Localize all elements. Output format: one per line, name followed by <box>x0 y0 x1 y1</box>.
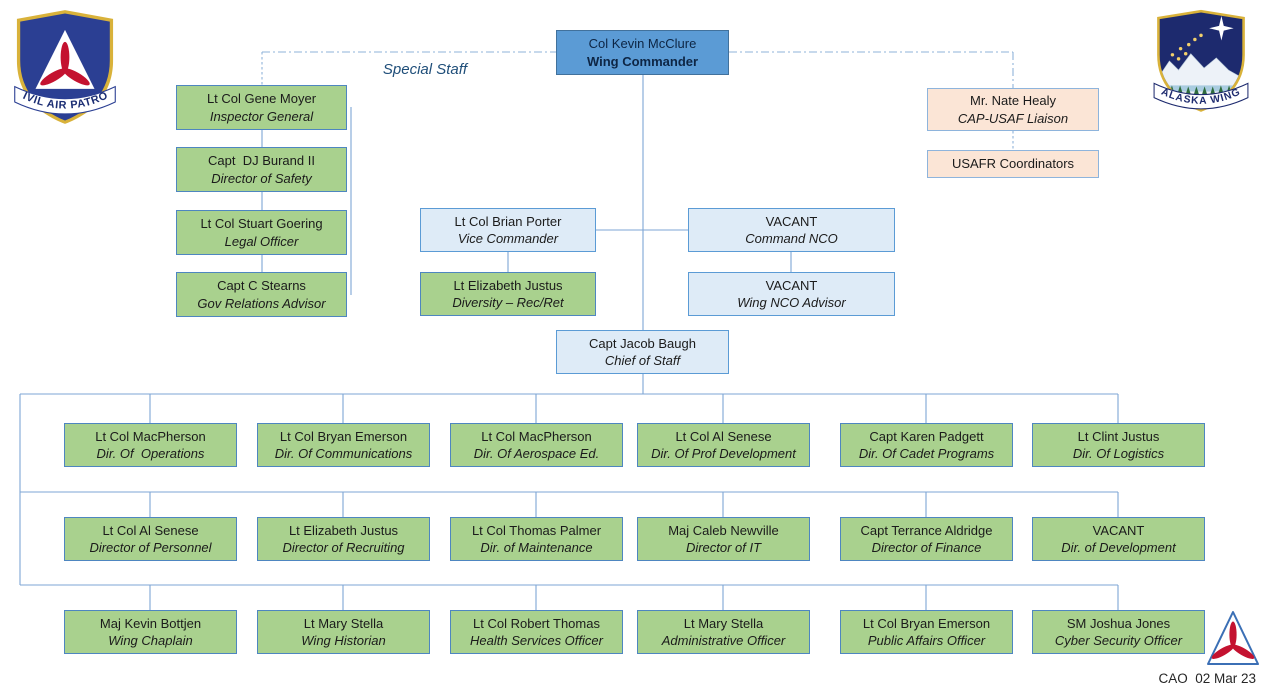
cap-propeller-icon <box>40 41 90 86</box>
org-box-dir-it: Maj Caleb Newville Director of IT <box>637 517 810 561</box>
special-staff-label: Special Staff <box>382 61 468 78</box>
org-box-dir-development: VACANT Dir. of Development <box>1032 517 1205 561</box>
org-box-cap-usaf-liaison: Mr. Nate Healy CAP-USAF Liaison <box>927 88 1099 131</box>
org-box-gov-relations-advisor: Capt C Stearns Gov Relations Advisor <box>176 272 347 317</box>
org-box-wing-chaplain: Maj Kevin Bottjen Wing Chaplain <box>64 610 237 654</box>
org-box-dir-communications: Lt Col Bryan Emerson Dir. Of Communicati… <box>257 423 430 467</box>
org-box-command-nco: VACANT Command NCO <box>688 208 895 252</box>
org-box-dir-prof-development: Lt Col Al Senese Dir. Of Prof Developmen… <box>637 423 810 467</box>
org-box-wing-commander: Col Kevin McClure Wing Commander <box>556 30 729 75</box>
org-box-cyber-security-officer: SM Joshua Jones Cyber Security Officer <box>1032 610 1205 654</box>
org-box-inspector-general: Lt Col Gene Moyer Inspector General <box>176 85 347 130</box>
cap-logo: CIVIL AIR PATROL <box>6 0 120 131</box>
org-box-legal-officer: Lt Col Stuart Goering Legal Officer <box>176 210 347 255</box>
org-box-diversity: Lt Elizabeth Justus Diversity – Rec/Ret <box>420 272 596 316</box>
alaska-wing-logo: ALASKA WING <box>1150 5 1252 130</box>
org-box-health-services-officer: Lt Col Robert Thomas Health Services Off… <box>450 610 623 654</box>
org-box-vice-commander: Lt Col Brian Porter Vice Commander <box>420 208 596 252</box>
org-box-dir-aerospace-ed: Lt Col MacPherson Dir. Of Aerospace Ed. <box>450 423 623 467</box>
propeller-icon <box>1211 621 1255 659</box>
org-box-wing-historian: Lt Mary Stella Wing Historian <box>257 610 430 654</box>
org-box-dir-cadet-programs: Capt Karen Padgett Dir. Of Cadet Program… <box>840 423 1013 467</box>
org-box-administrative-officer: Lt Mary Stella Administrative Officer <box>637 610 810 654</box>
big-dipper-stars-icon <box>1170 33 1203 61</box>
org-box-dir-operations: Lt Col MacPherson Dir. Of Operations <box>64 423 237 467</box>
org-box-dir-maintenance: Lt Col Thomas Palmer Dir. of Maintenance <box>450 517 623 561</box>
org-box-wing-nco-advisor: VACANT Wing NCO Advisor <box>688 272 895 316</box>
org-box-dir-recruiting: Lt Elizabeth Justus Director of Recruiti… <box>257 517 430 561</box>
org-box-dir-personnel: Lt Col Al Senese Director of Personnel <box>64 517 237 561</box>
org-box-director-of-safety: Capt DJ Burand II Director of Safety <box>176 147 347 192</box>
org-box-usafr-coordinators: USAFR Coordinators <box>927 150 1099 178</box>
org-box-chief-of-staff: Capt Jacob Baugh Chief of Staff <box>556 330 729 374</box>
org-box-dir-logistics: Lt Clint Justus Dir. Of Logistics <box>1032 423 1205 467</box>
footer-date: CAO 02 Mar 23 <box>1158 671 1256 686</box>
cap-emblem-small <box>1205 608 1261 675</box>
org-box-public-affairs-officer: Lt Col Bryan Emerson Public Affairs Offi… <box>840 610 1013 654</box>
north-star-icon <box>1209 16 1234 41</box>
org-box-dir-finance: Capt Terrance Aldridge Director of Finan… <box>840 517 1013 561</box>
